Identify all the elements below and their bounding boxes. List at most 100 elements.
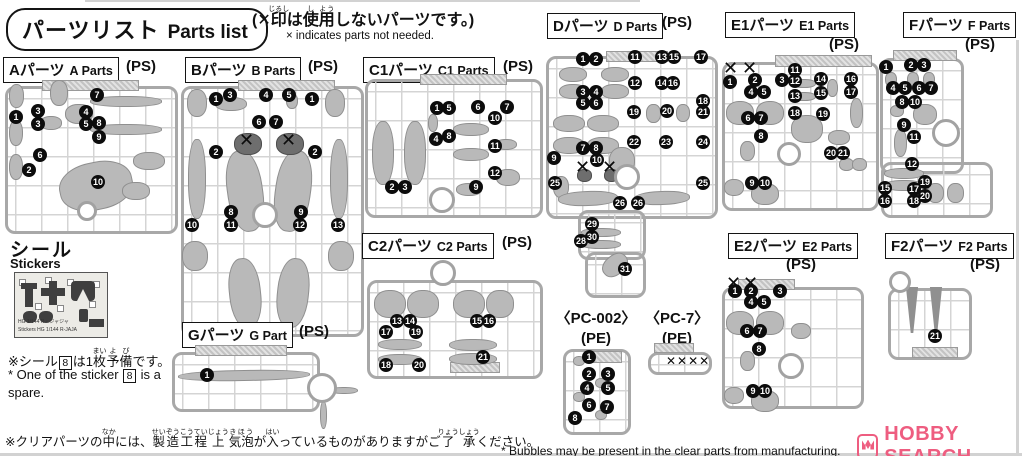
runner-F2-frame (888, 288, 972, 360)
part-number-badge: 8 (589, 141, 603, 155)
part-number-badge: 2 (22, 163, 36, 177)
stickers-title-en: Stickers (10, 256, 61, 271)
part-number-badge: 13 (655, 50, 669, 64)
part-number-badge: 17 (844, 85, 858, 99)
part-number-badge: 2 (308, 145, 322, 159)
runner-label-jp: Fパーツ (909, 17, 963, 34)
part-number-badge: 11 (628, 50, 642, 64)
scan-edge-right (1016, 40, 1019, 456)
part-number-badge: 10 (908, 95, 922, 109)
part-number-badge: 4 (886, 81, 900, 95)
part-number-badge: 6 (471, 100, 485, 114)
sticker-sheet-logo (89, 319, 104, 327)
part-number-badge: 16 (482, 314, 496, 328)
part-number-badge: 2 (748, 73, 762, 87)
part-shape (187, 89, 207, 117)
part-number-badge: 22 (627, 135, 641, 149)
part-number-badge: 3 (576, 85, 590, 99)
part-shape (428, 114, 438, 132)
sticker-shape-t (21, 283, 37, 289)
part-number-badge: 6 (740, 324, 754, 338)
part-shape (90, 95, 162, 107)
part-number-badge: 3 (773, 284, 787, 298)
runner-label-en: E2 Parts (802, 240, 853, 254)
part-number-badge: 1 (582, 350, 596, 364)
runner-E2-material: (PS) (786, 256, 816, 273)
part-number-badge: 3 (601, 367, 615, 381)
part-number-badge: 6 (912, 81, 926, 95)
part-shape (724, 386, 744, 404)
sticker-sheet-line2: Stickers HG 1/144 R-JAJA (18, 327, 77, 333)
runner-label-en: F2 Parts (958, 240, 1008, 254)
part-number-badge: 5 (601, 381, 615, 395)
part-number-badge: 6 (582, 398, 596, 412)
part-number-badge: 6 (589, 96, 603, 110)
part-number-badge: 16 (878, 194, 892, 208)
part-number-badge: 4 (79, 105, 93, 119)
runner-label-jp: Gパーツ (188, 327, 245, 344)
part-shape (645, 103, 661, 123)
part-number-badge: 28 (574, 234, 588, 248)
runner-G-gate-bar (195, 345, 287, 356)
part-shape (849, 98, 863, 128)
sticker-number-box (45, 277, 52, 284)
clear-parts-note-en: * Bubbles may be present in the clear pa… (501, 444, 841, 456)
part-number-badge: 14 (814, 72, 828, 86)
not-used-x-mark: ✕ (742, 58, 758, 78)
runner-G-material: (PS) (299, 323, 329, 340)
part-number-badge: 14 (655, 76, 669, 90)
part-shape (893, 129, 907, 157)
sticker-sheet-line1: HG 1/144 R・ジャジャ (18, 319, 69, 325)
part-number-badge: 31 (618, 262, 632, 276)
part-number-badge: 15 (814, 86, 828, 100)
part-number-badge: 5 (576, 96, 590, 110)
runner-gate-ring (932, 119, 960, 147)
part-shape (453, 290, 485, 318)
part-number-badge: 4 (259, 88, 273, 102)
part-number-badge: 8 (568, 411, 582, 425)
part-number-badge: 8 (754, 129, 768, 143)
hobby-search-icon (857, 433, 879, 456)
part-number-badge: 29 (585, 217, 599, 231)
runner-label-en: D Parts (613, 20, 658, 34)
pc-runner-name: 〈PC-7〉 (645, 310, 710, 327)
not-used-x-mark: ✕ (743, 273, 759, 293)
runner-gate-ring (252, 202, 278, 228)
part-shape (573, 392, 585, 402)
pc-runner-material: (PE) (581, 329, 611, 347)
part-number-badge: 26 (631, 196, 645, 210)
runner-G-frame (172, 352, 320, 412)
runner-gate-ring (77, 201, 97, 221)
part-number-badge: 9 (92, 130, 106, 144)
part-number-badge: 21 (928, 329, 942, 343)
runner-label-jp: C2パーツ (368, 238, 432, 255)
runner-label-en: B Parts (251, 64, 296, 78)
part-shape (330, 139, 348, 219)
runner-gate-ring (430, 260, 456, 286)
runner-C2-material: (PS) (502, 234, 532, 251)
part-number-badge: 10 (488, 111, 502, 125)
hobby-search-logo-text: HOBBY SEARCH (884, 423, 971, 456)
hobby-search-icon-mark (862, 439, 874, 450)
part-number-badge: 7 (90, 88, 104, 102)
part-number-badge: 13 (331, 218, 345, 232)
part-number-badge: 6 (33, 148, 47, 162)
part-shape (791, 323, 811, 339)
part-number-badge: 1 (200, 368, 214, 382)
part-number-badge: 9 (469, 180, 483, 194)
page-title-jp: パーツリスト (22, 18, 160, 43)
part-number-badge: 13 (788, 89, 802, 103)
part-shape (739, 351, 755, 371)
part-number-badge: 15 (470, 314, 484, 328)
part-shape (182, 241, 208, 271)
part-number-badge: 17 (379, 325, 393, 339)
sticker-shape-cross (41, 288, 65, 296)
part-number-badge: 2 (589, 52, 603, 66)
runner-gate-ring (889, 271, 911, 293)
part-shape (276, 133, 304, 155)
part-number-badge: 10 (758, 384, 772, 398)
